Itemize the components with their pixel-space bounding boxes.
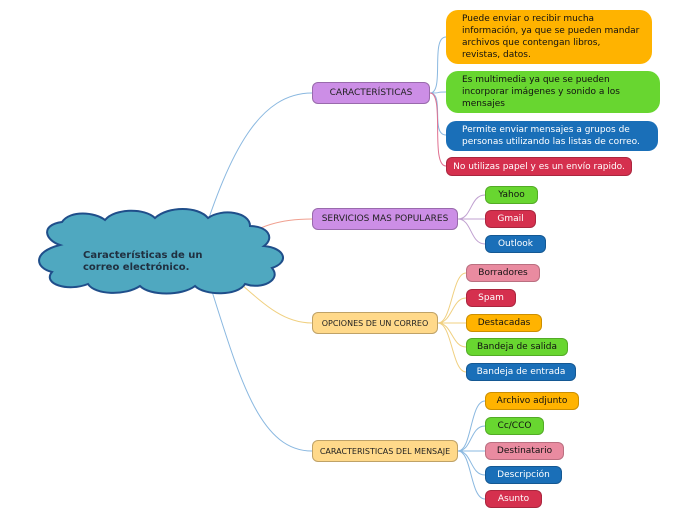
caracteristica-item-1-text: Puede enviar o recibir mucha información… — [462, 14, 640, 60]
servicio-outlook-label: Outlook — [497, 239, 534, 249]
caracteristica-item-4-text: No utilizas papel y es un envío rapido. — [453, 161, 625, 172]
servicio-outlook[interactable]: Outlook — [485, 235, 546, 253]
root-cloud-shape — [38, 208, 284, 295]
servicio-gmail[interactable]: Gmail — [485, 210, 536, 228]
opcion-destacadas-label: Destacadas — [477, 318, 531, 328]
connector-root-mensaje — [209, 284, 313, 452]
branch-servicios-label: SERVICIOS MAS POPULARES — [321, 214, 449, 224]
mensaje-asunto[interactable]: Asunto — [485, 490, 542, 508]
opcion-bandeja-entrada-label: Bandeja de entrada — [476, 367, 566, 377]
opcion-borradores[interactable]: Borradores — [466, 264, 540, 282]
opcion-destacadas[interactable]: Destacadas — [466, 314, 542, 332]
mensaje-descripcion[interactable]: Descripción — [485, 466, 562, 484]
branch-servicios[interactable]: SERVICIOS MAS POPULARES — [312, 208, 458, 230]
opcion-spam[interactable]: Spam — [466, 289, 516, 307]
mensaje-cc-cco-label: Cc/CCO — [497, 421, 532, 431]
servicio-yahoo-label: Yahoo — [498, 190, 525, 200]
mensaje-asunto-label: Asunto — [497, 494, 530, 504]
mensaje-descripcion-label: Descripción — [497, 470, 550, 480]
opcion-bandeja-entrada[interactable]: Bandeja de entrada — [466, 363, 576, 381]
mensaje-archivo-adjunto-label: Archivo adjunto — [496, 396, 568, 406]
servicio-gmail-label: Gmail — [497, 214, 524, 224]
mensaje-archivo-adjunto[interactable]: Archivo adjunto — [485, 392, 579, 410]
caracteristica-item-2[interactable]: Es multimedia ya que se pueden incorpora… — [446, 71, 660, 113]
mensaje-cc-cco[interactable]: Cc/CCO — [485, 417, 544, 435]
opcion-borradores-label: Borradores — [478, 268, 528, 278]
branch-opciones[interactable]: OPCIONES DE UN CORREO — [312, 312, 438, 334]
branch-caracteristicas-label: CARACTERÍSTICAS — [329, 88, 413, 98]
caracteristica-item-4[interactable]: No utilizas papel y es un envío rapido. — [446, 157, 632, 176]
opcion-spam-label: Spam — [478, 293, 504, 303]
caracteristica-item-2-text: Es multimedia ya que se pueden incorpora… — [462, 75, 620, 109]
branch-mensaje[interactable]: CARACTERISTICAS DEL MENSAJE — [312, 440, 458, 462]
root-node-label[interactable]: Características de un correo electrónico… — [83, 250, 203, 273]
caracteristica-item-3[interactable]: Permite enviar mensajes a grupos de pers… — [446, 121, 658, 151]
mensaje-destinatario[interactable]: Destinatario — [485, 442, 564, 460]
branch-mensaje-label: CARACTERISTICAS DEL MENSAJE — [319, 446, 451, 456]
caracteristica-item-3-text: Permite enviar mensajes a grupos de pers… — [462, 125, 640, 147]
servicio-yahoo[interactable]: Yahoo — [485, 186, 538, 204]
branch-caracteristicas[interactable]: CARACTERÍSTICAS — [312, 82, 430, 104]
mensaje-destinatario-label: Destinatario — [496, 446, 553, 456]
branch-opciones-label: OPCIONES DE UN CORREO — [321, 318, 429, 328]
caracteristica-item-1[interactable]: Puede enviar o recibir mucha información… — [446, 10, 652, 64]
opcion-bandeja-salida-label: Bandeja de salida — [476, 342, 558, 352]
connector-root-caracteristicas — [199, 92, 313, 246]
opcion-bandeja-salida[interactable]: Bandeja de salida — [466, 338, 568, 356]
